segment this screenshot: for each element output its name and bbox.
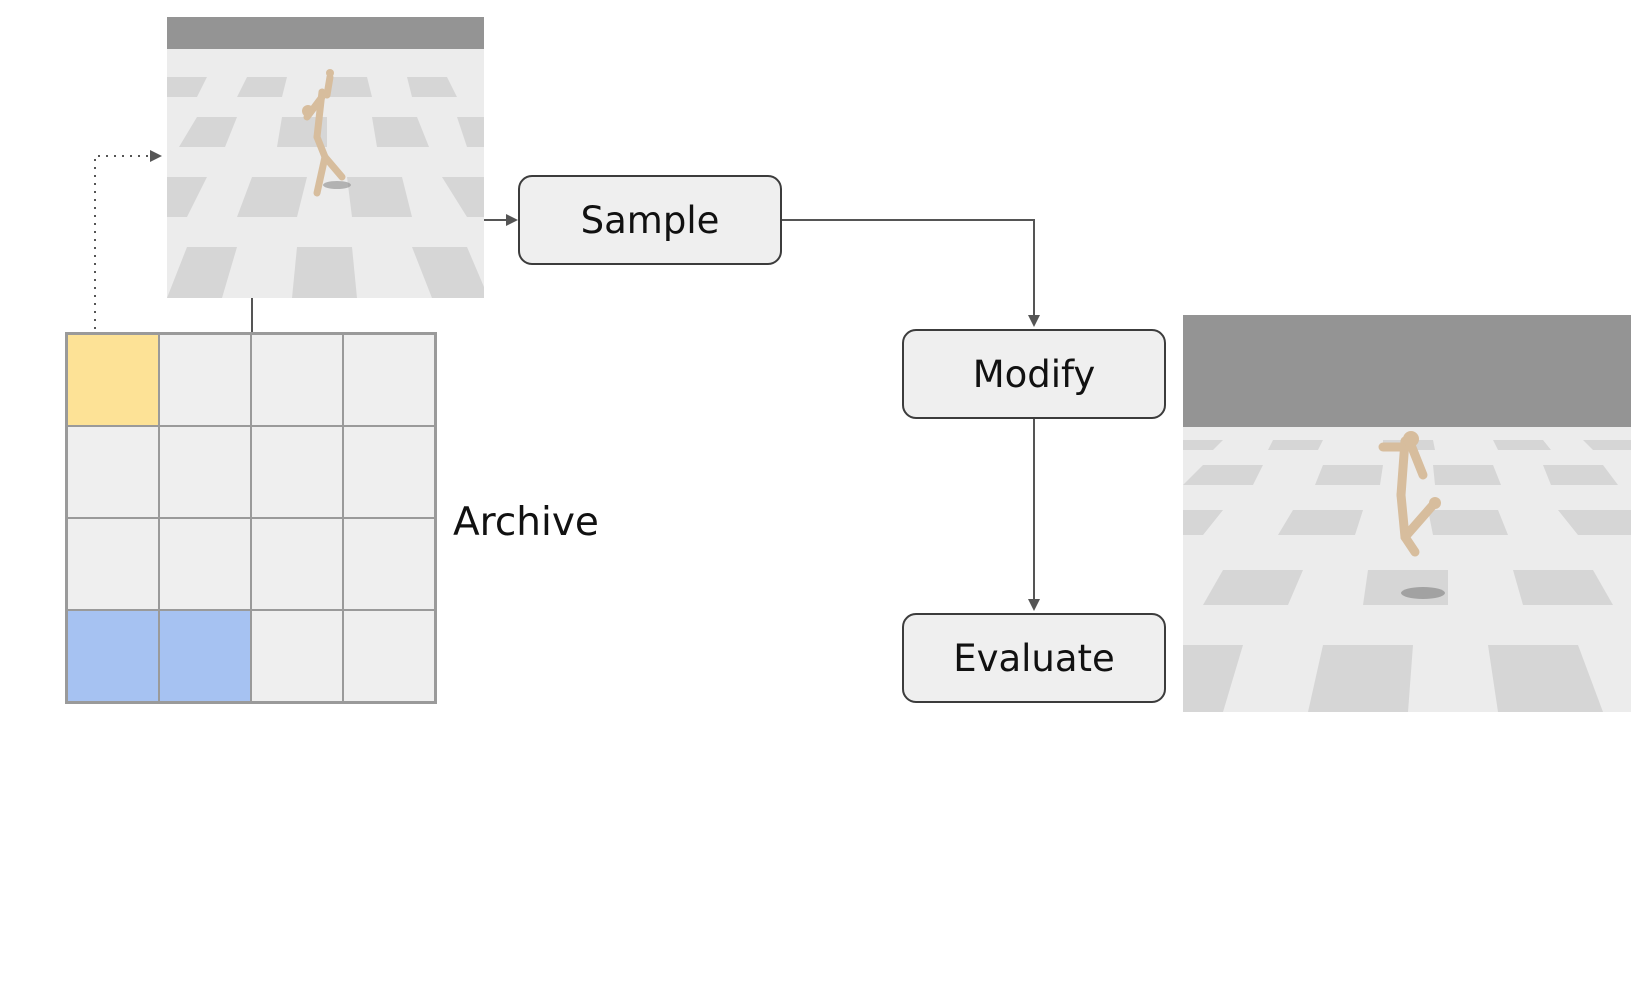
modify-step-box: Modify — [902, 329, 1166, 419]
archive-cell-empty — [67, 426, 159, 518]
archive-cell-empty — [343, 334, 435, 426]
archive-cell-empty — [251, 610, 343, 702]
archive-cell-empty — [159, 426, 251, 518]
archive-cell-highlight-blue — [159, 610, 251, 702]
archive-cell-empty — [67, 518, 159, 610]
modified-humanoid-scene — [1183, 315, 1631, 712]
archive-cell-empty — [251, 334, 343, 426]
sample-step-box: Sample — [518, 175, 782, 265]
archive-cell-highlight-blue — [67, 610, 159, 702]
humanoid-figure — [303, 73, 346, 197]
archive-cell-empty — [251, 426, 343, 518]
archive-cell-empty — [159, 334, 251, 426]
humanoid-figure-modified — [1378, 436, 1438, 557]
archive-grid — [65, 332, 437, 704]
evaluate-step-box: Evaluate — [902, 613, 1166, 703]
archive-cell-empty — [159, 518, 251, 610]
arrow-sample-to-modify — [782, 219, 1040, 327]
dotted-arrow-to-sample-scene — [94, 150, 162, 385]
archive-cell-empty — [343, 518, 435, 610]
sampled-humanoid-scene — [167, 17, 484, 298]
archive-cell-empty — [251, 518, 343, 610]
archive-label: Archive — [453, 500, 599, 545]
modify-step-label: Modify — [972, 352, 1096, 396]
archive-cell-empty — [343, 610, 435, 702]
evaluate-step-label: Evaluate — [953, 636, 1115, 680]
sample-step-label: Sample — [580, 198, 720, 242]
archive-cell-highlight-yellow — [67, 334, 159, 426]
archive-cell-empty — [343, 426, 435, 518]
